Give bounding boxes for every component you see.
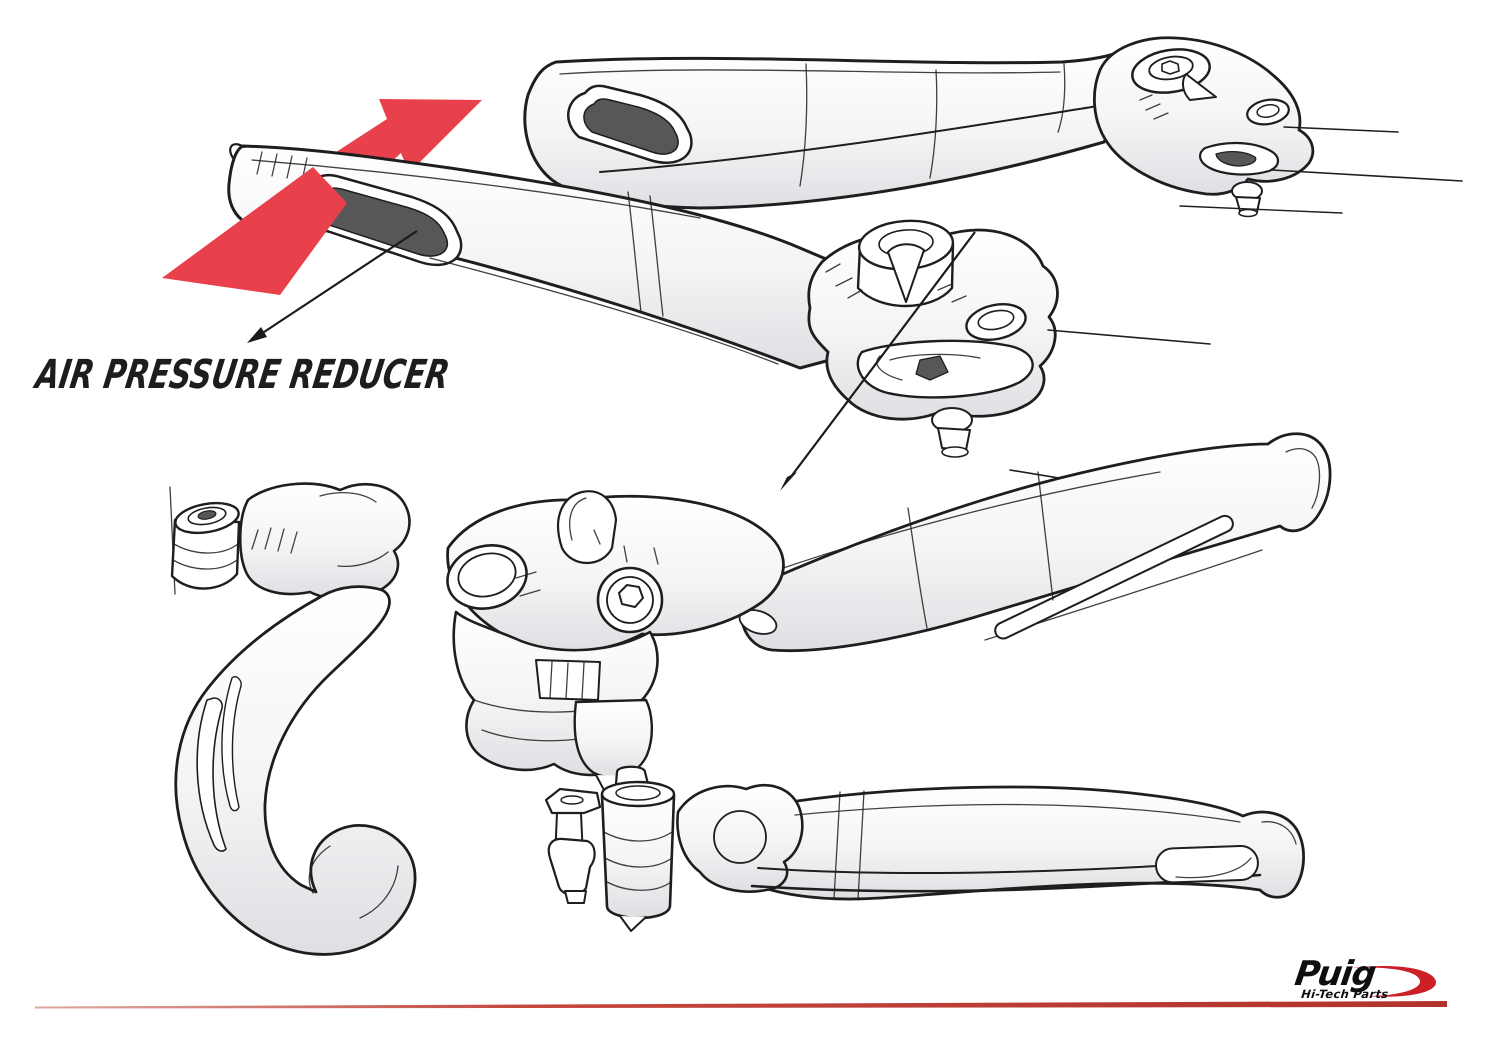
callout-arrow-to-label xyxy=(247,230,418,343)
lever-blade xyxy=(738,785,1305,901)
top-lever-drawing xyxy=(523,36,1463,218)
bottom-left-lever-drawing xyxy=(169,482,417,956)
air-pressure-reducer-label: AIR PRESSURE REDUCER xyxy=(32,352,453,398)
adjuster-knob xyxy=(600,793,676,920)
adjuster-knob xyxy=(170,518,241,590)
airflow-arrow-tail xyxy=(162,167,347,295)
bottom-right-lever-drawing xyxy=(544,765,1305,932)
clevis-fork xyxy=(544,787,602,815)
pivot-body xyxy=(676,784,804,893)
pivot-body xyxy=(238,482,411,601)
footer-divider-line xyxy=(35,1001,1447,1009)
lever-blade xyxy=(738,432,1332,653)
logo-swoosh-icon xyxy=(1352,965,1437,997)
bottom-center-lever-drawing xyxy=(446,432,1332,791)
pivot-button xyxy=(1246,98,1290,126)
callout-arrow-to-detail xyxy=(780,231,976,491)
logo-tagline-text: Hi-Tech Parts xyxy=(1300,987,1390,1001)
puig-logo: Puig Hi-Tech Parts xyxy=(1292,954,1456,1006)
